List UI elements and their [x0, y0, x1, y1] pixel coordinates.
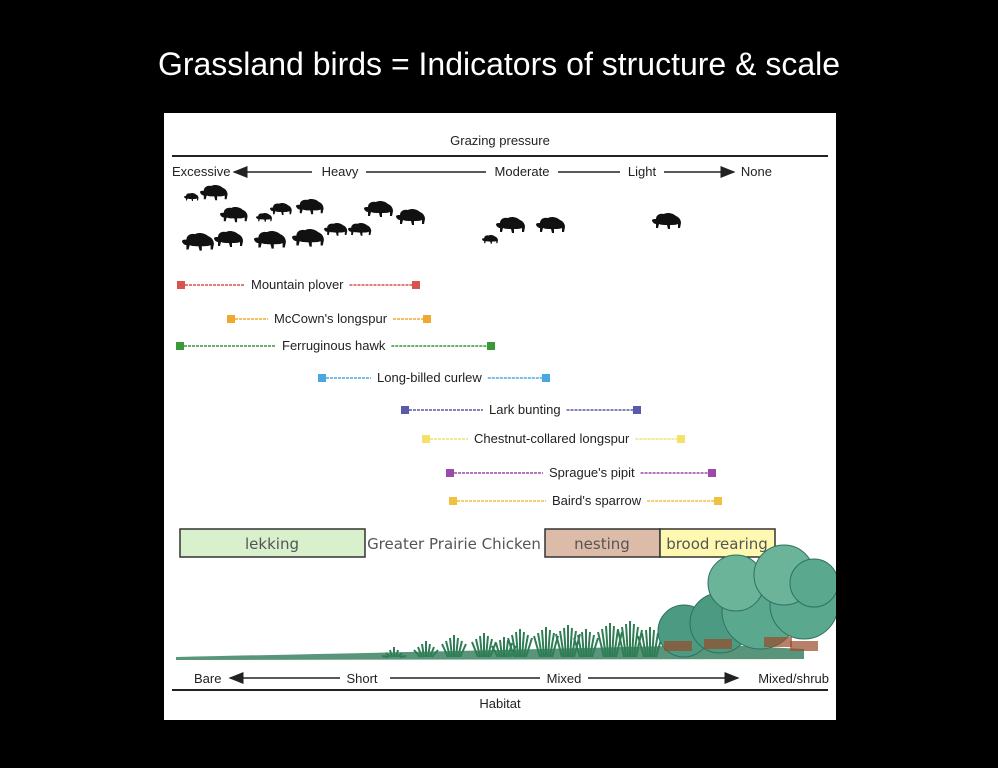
bison-icon: [652, 212, 681, 229]
range-end-marker: [542, 374, 550, 382]
grazing-light: Light: [628, 164, 657, 179]
bison-icon: [292, 228, 324, 247]
range-start-marker: [449, 497, 457, 505]
species-range-4: Lark bunting: [401, 402, 641, 417]
bison-icon: [324, 222, 348, 236]
range-start-marker: [177, 281, 185, 289]
bison-icon: [364, 200, 393, 217]
bison-icon: [254, 230, 286, 249]
vegetation-illustration: [176, 544, 836, 660]
species-range-3: Long-billed curlew: [318, 370, 550, 385]
grazing-moderate: Moderate: [495, 164, 550, 179]
bison-icon: [270, 202, 292, 215]
range-end-marker: [487, 342, 495, 350]
slide-title: Grassland birds = Indicators of structur…: [157, 46, 841, 82]
grass-tuft-icon: [637, 627, 663, 658]
bison-icon: [200, 184, 228, 201]
grazing-heading: Grazing pressure: [450, 133, 550, 148]
species-range-1: McCown's longspur: [227, 311, 431, 326]
shrub-stem-icon: [764, 637, 792, 647]
shrub-icon: [789, 558, 836, 608]
species-range-6: Sprague's pipit: [446, 465, 716, 480]
phase-nesting: nesting: [574, 535, 630, 553]
grazing-none: None: [741, 164, 772, 179]
bison-icon: [496, 216, 525, 233]
species-range-0: Mountain plover: [177, 277, 420, 292]
bison-icon: [220, 206, 248, 223]
range-start-marker: [227, 315, 235, 323]
species-range-2: Ferruginous hawk: [176, 338, 495, 353]
bison-icon: [184, 192, 199, 201]
grazing-heavy: Heavy: [322, 164, 359, 179]
grass-tuft-icon: [555, 625, 581, 658]
grazing-excessive: Excessive: [172, 164, 231, 179]
bison-icon: [256, 212, 272, 222]
diagram-panel: Grazing pressure Excessive Heavy Moderat…: [164, 113, 836, 720]
bison-icon: [182, 232, 214, 251]
species-range-5: Chestnut-collared longspur: [422, 431, 685, 446]
shrub-stem-icon: [664, 641, 692, 651]
phase-brood-box: [659, 528, 776, 558]
habitat-short: Short: [346, 671, 377, 686]
phase-lekking: lekking: [245, 535, 299, 553]
grass-tuft-icon: [413, 641, 439, 658]
bison-icon: [536, 216, 565, 233]
range-start-marker: [318, 374, 326, 382]
phase-lekking-box: [179, 528, 366, 558]
habitat-mixed-shrub: Mixed/shrub: [758, 671, 829, 686]
phase-brood-rearing: brood rearing: [666, 535, 768, 553]
grass-tuft-icon: [533, 627, 559, 658]
range-end-marker: [423, 315, 431, 323]
range-end-marker: [708, 469, 716, 477]
phase-nesting-box: [544, 528, 661, 558]
grass-tuft-icon: [471, 633, 497, 658]
bison-icon: [348, 222, 372, 236]
range-end-marker: [677, 435, 685, 443]
grass-tuft-icon: [507, 629, 533, 658]
shrub-stem-icon: [790, 641, 818, 651]
bison-icon: [396, 208, 425, 225]
grass-tuft-icon: [381, 647, 407, 658]
species-label: Sprague's pipit: [549, 465, 635, 480]
range-start-marker: [176, 342, 184, 350]
grass-tuft-icon: [491, 637, 517, 658]
range-end-marker: [714, 497, 722, 505]
grazing-habitat-diagram: Grazing pressure Excessive Heavy Moderat…: [172, 133, 836, 711]
grass-tuft-icon: [597, 623, 623, 658]
bison-icon: [482, 234, 498, 244]
species-label: Chestnut-collared longspur: [474, 431, 630, 446]
shrub-stem-icon: [704, 639, 732, 649]
bison-icon: [296, 198, 324, 215]
grass-tuft-icon: [573, 629, 599, 658]
bison-icon: [214, 230, 243, 247]
species-label: Long-billed curlew: [377, 370, 482, 385]
range-start-marker: [422, 435, 430, 443]
range-start-marker: [401, 406, 409, 414]
species-label: Mountain plover: [251, 277, 344, 292]
habitat-heading: Habitat: [479, 696, 521, 711]
habitat-bare: Bare: [194, 671, 221, 686]
grass-tuft-icon: [441, 635, 467, 658]
species-label: Baird's sparrow: [552, 493, 642, 508]
bison-silhouettes: [182, 184, 681, 251]
range-end-marker: [633, 406, 641, 414]
species-label: Lark bunting: [489, 402, 561, 417]
species-label: McCown's longspur: [274, 311, 388, 326]
grass-tuft-icon: [617, 621, 643, 658]
species-label: Ferruginous hawk: [282, 338, 386, 353]
range-start-marker: [446, 469, 454, 477]
range-end-marker: [412, 281, 420, 289]
habitat-mixed: Mixed: [547, 671, 582, 686]
species-range-7: Baird's sparrow: [449, 493, 722, 508]
prairie-chicken-name: Greater Prairie Chicken: [367, 535, 541, 553]
